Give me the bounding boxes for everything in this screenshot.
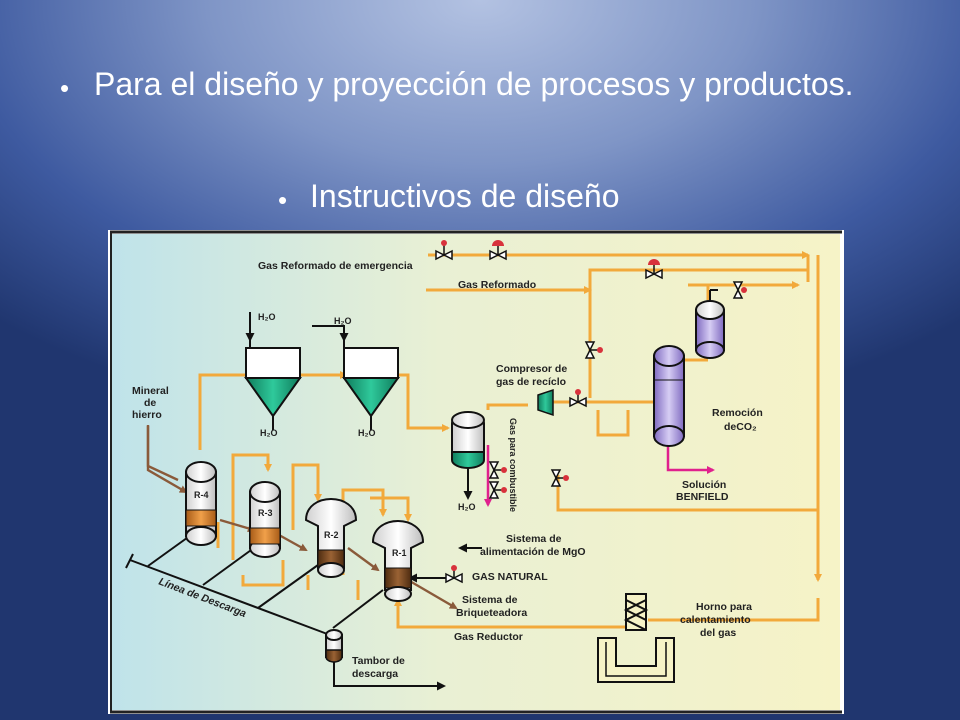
valves [435,240,747,584]
label-tambor-1: Tambor de [352,655,405,667]
label-mineral-1: Mineral [132,385,169,397]
label-horno-3: del gas [700,627,736,639]
heating-furnace [597,593,675,683]
label-h2o-e: H₂O [458,502,476,512]
label-r1: R-1 [392,548,407,558]
bullet-2-text: Instructivos de diseño [310,178,620,214]
label-remocion-2: deCO₂ [724,421,757,433]
label-sistema-mgo-2: alimentación de MgO [480,546,586,558]
valve-icon [489,240,507,261]
label-horno-1: Horno para [696,601,752,613]
scrubber-2 [342,347,400,430]
reactor-r2 [304,498,358,578]
label-briqueteadora-2: Briqueteadora [456,607,527,619]
label-compresor-1: Compresor de [496,363,567,375]
label-tambor-2: descarga [352,668,398,680]
bullet-1: • Para el diseño y proyección de proceso… [60,62,860,106]
magenta-lines [484,440,715,507]
reactor-r3 [249,481,281,558]
valve-icon [488,461,507,479]
discharge-drum [325,629,343,663]
valve-icon [584,341,603,359]
valve-icon [569,389,587,408]
label-sistema-mgo-1: Sistema de [506,533,562,545]
bullet-dot: • [60,73,70,103]
label-mineral-2: de [144,397,156,409]
label-gas-natural: GAS NATURAL [472,571,548,583]
label-mineral-3: hierro [132,409,162,421]
bullet-dot: • [278,185,288,215]
valve-icon [732,281,747,299]
label-r2: R-2 [324,530,339,540]
label-briqueteadora-1: Sistema de [462,594,518,606]
label-remocion-1: Remoción [712,407,763,419]
recycle-compressor [537,388,554,417]
gas-lines [198,251,822,629]
scrubber-1 [244,347,302,430]
label-gas-reductor: Gas Reductor [454,631,523,643]
valve-icon [645,259,663,280]
bullet-2: • Instructivos de diseño [278,174,620,218]
reactor-r1 [371,520,425,602]
label-gas-reformado: Gas Reformado [458,279,536,291]
co2-small-drum [695,289,725,359]
label-gas-combustible: Gas para combustible [508,418,518,512]
label-h2o-d: H₂O [358,428,376,438]
label-compresor-2: gas de recíclo [496,376,566,388]
process-diagram: Gas Reformado de emergencia Gas Reformad… [108,230,844,714]
label-h2o-b: H₂O [334,316,352,326]
label-h2o-a: H₂O [258,312,276,322]
label-gas-emergencia: Gas Reformado de emergencia [258,260,413,272]
label-solucion-1: Solución [682,479,726,491]
valve-icon [488,481,507,499]
valve-icon [445,565,463,584]
separator-drum [451,411,485,492]
co2-removal-tower [653,345,685,447]
label-h2o-c: H₂O [260,428,278,438]
label-r3: R-3 [258,508,273,518]
label-solucion-2: BENFIELD [676,491,729,503]
process-diagram-svg: Gas Reformado de emergencia Gas Reformad… [108,230,844,714]
label-horno-2: calentamiento [680,614,751,626]
reactor-r4 [185,461,217,546]
valve-icon [550,469,569,487]
bullet-1-text: Para el diseño y proyección de procesos … [94,66,854,102]
label-r4: R-4 [194,490,209,500]
valve-icon [435,240,453,261]
